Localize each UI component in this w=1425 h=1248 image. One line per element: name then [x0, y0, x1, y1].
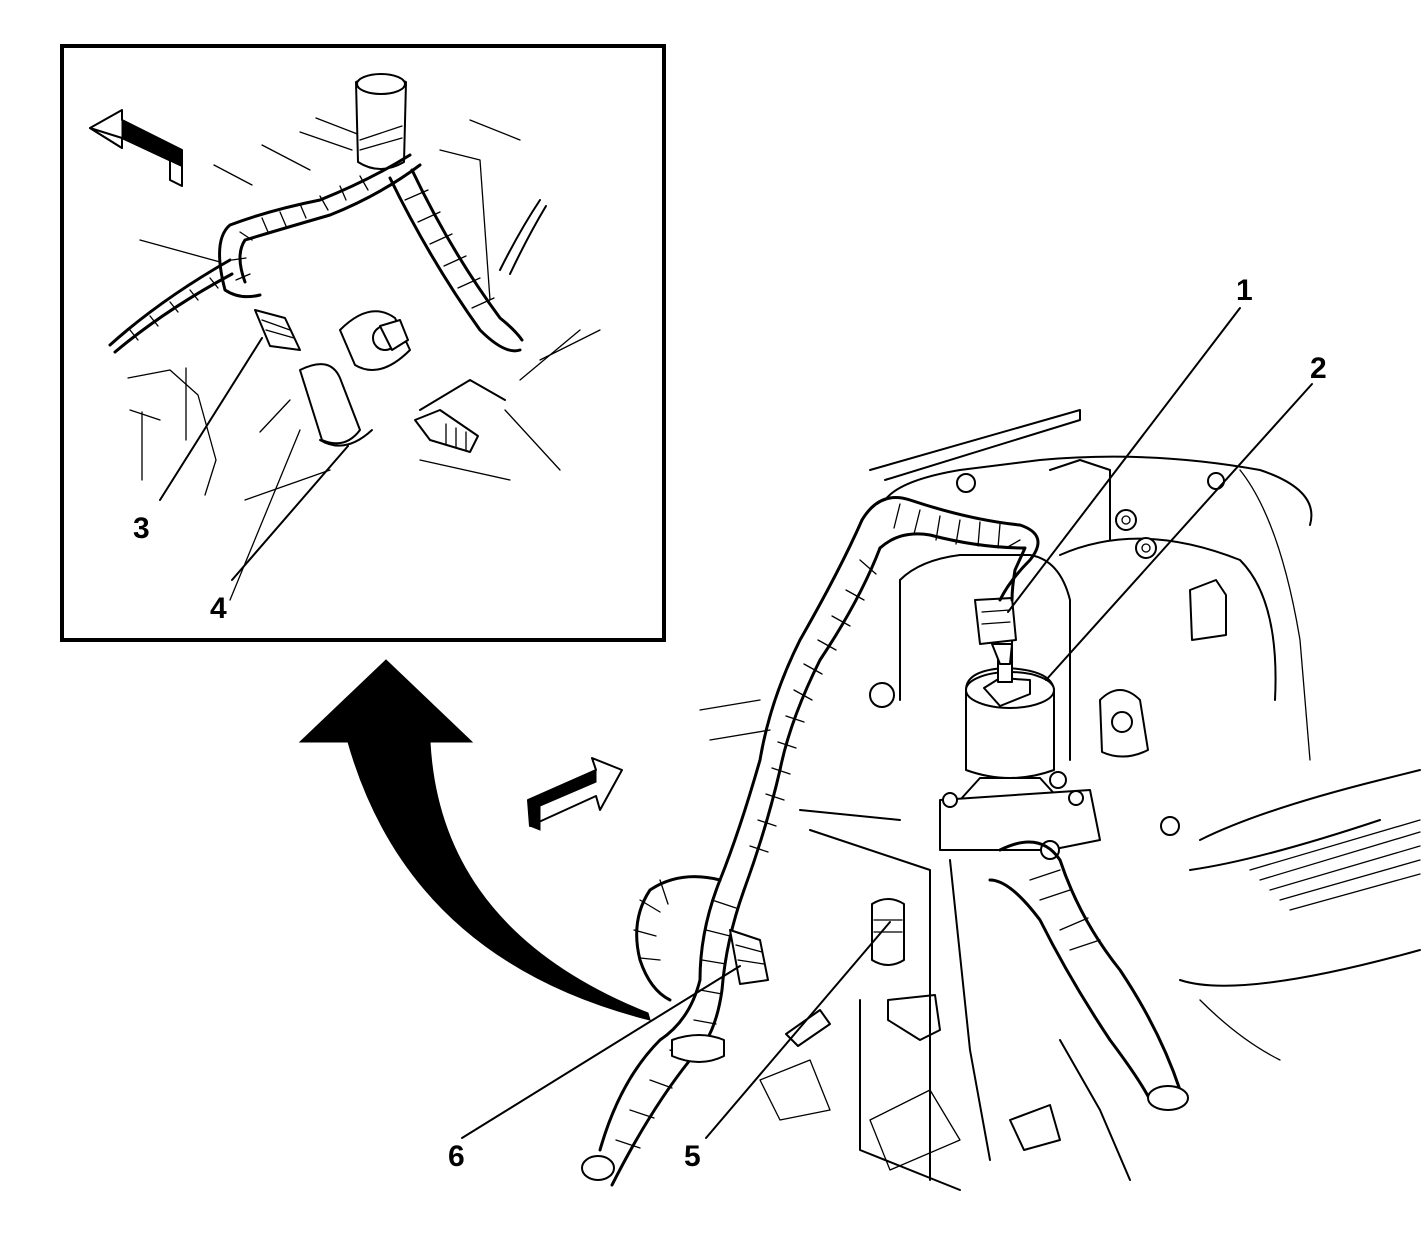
- callout-5-leader: [705, 921, 891, 1139]
- callout-3-leader: [159, 337, 263, 501]
- main-direction-arrow-icon: [527, 757, 623, 831]
- inset-direction-arrow-icon: [89, 109, 183, 187]
- harness-clamp: [671, 1034, 725, 1063]
- detail-reference-arrow-icon: [298, 659, 651, 1021]
- callout-6-label: 6: [448, 1140, 465, 1173]
- callout-1-label: 1: [1236, 274, 1253, 307]
- manifold-bolts: [869, 472, 1225, 838]
- lower-block-lines: [699, 699, 1281, 1191]
- callout-1-leader: [1007, 307, 1241, 613]
- callout-2-leader: [1045, 383, 1313, 681]
- callout-5-label: 5: [684, 1140, 701, 1173]
- fuel-rail: [1179, 769, 1421, 987]
- connector-6: [729, 929, 769, 985]
- callout-2-label: 2: [1310, 352, 1327, 385]
- connector-1: [974, 597, 1017, 665]
- callout-4-leader: [231, 445, 349, 581]
- detail-inset: 3 4: [60, 44, 666, 642]
- callout-4-label: 4: [210, 592, 227, 625]
- coolant-hose: [988, 840, 1189, 1111]
- callout-6-leader: [461, 965, 741, 1139]
- callout-3-label: 3: [133, 512, 150, 545]
- studs: [785, 994, 1061, 1151]
- main-engine-view: 1 2 5 6: [448, 274, 1421, 1191]
- inset-engine-linework: [108, 73, 601, 601]
- sensor-5: [871, 898, 905, 966]
- solenoid-valve: [939, 639, 1101, 860]
